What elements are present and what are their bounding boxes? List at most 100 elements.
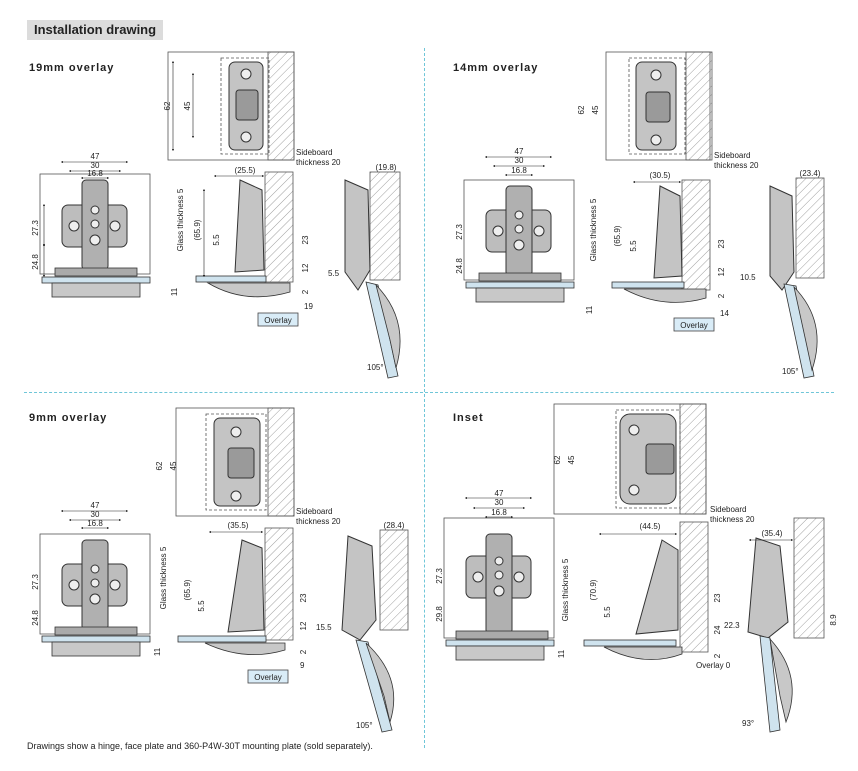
dim-front-30: 30 <box>515 156 524 165</box>
dim-side-mid: 5.5 <box>212 234 221 246</box>
open-angle: 93° <box>742 719 754 728</box>
dim-front-16.8: 16.8 <box>491 508 507 517</box>
glass-thickness-label: Glass thickness 5 <box>176 188 185 251</box>
dim-top-45: 45 <box>591 105 600 114</box>
dim-side-2: 2 <box>301 289 310 294</box>
sideboard-label: Sideboard <box>710 505 746 514</box>
dim-side-base: 11 <box>557 649 566 658</box>
dim-top-62: 62 <box>577 105 586 114</box>
dim-side-12: 12 <box>717 267 726 276</box>
open-view: (23.4) 10.5 105° <box>740 169 825 379</box>
sideboard-label: Sideboard <box>296 148 332 157</box>
dim-front-30: 30 <box>91 510 100 519</box>
sideboard-thickness-label: thickness 20 <box>714 161 759 170</box>
glass-thickness-label: Glass thickness 5 <box>159 546 168 609</box>
section-title-14mm: 14mm overlay <box>453 62 539 74</box>
dim-side-tall: (70.9) <box>589 579 598 600</box>
dim-front-30: 30 <box>91 161 100 170</box>
side-view: (25.5) Glass thickness 5 (65.9) 5.5 11 2… <box>170 166 313 327</box>
dim-front-27.3: 27.3 <box>435 568 444 584</box>
dim-front-16.8: 16.8 <box>511 166 527 175</box>
sideboard-thickness-label: thickness 20 <box>710 515 755 524</box>
open-view: (35.4) 22.3 8.9 93° <box>724 517 838 733</box>
dim-side-23: 23 <box>299 593 308 602</box>
dim-front-16.8: 16.8 <box>87 519 103 528</box>
sideboard-thickness-label: thickness 20 <box>296 158 341 167</box>
dim-side-tall: (65.9) <box>613 225 622 246</box>
horizontal-divider <box>24 392 834 393</box>
dim-side-base: 11 <box>585 305 594 314</box>
dim-front-24.8: 24.8 <box>31 254 40 270</box>
section-title-9mm: 9mm overlay <box>29 412 108 424</box>
dim-side-overlay: 14 <box>720 309 729 318</box>
dim-side-top: (44.5) <box>640 522 661 531</box>
top-view: 62 45 Sideboard thickness 20 <box>577 51 759 170</box>
dim-side-12: 12 <box>301 263 310 272</box>
open-angle: 105° <box>367 363 384 372</box>
dim-side-2: 2 <box>717 293 726 298</box>
dim-front-29.8: 29.8 <box>435 606 444 622</box>
dim-side-23: 23 <box>713 593 722 602</box>
dim-top-45: 45 <box>183 101 192 110</box>
dim-side-2: 2 <box>713 653 722 658</box>
dim-top-45: 45 <box>567 455 576 464</box>
page-title: Installation drawing <box>27 20 164 40</box>
section-19mm-overlay: 47 30 16.8 27.3 24.8 62 45 Sideboard thi… <box>31 51 401 379</box>
dim-top-62: 62 <box>163 101 172 110</box>
side-view: (35.5) Glass thickness 5 (65.9) 5.5 11 2… <box>153 521 308 684</box>
front-view: 47 30 16.8 27.3 24.8 <box>31 152 151 298</box>
dim-side-24: 24 <box>713 625 722 634</box>
dim-open-right: 8.9 <box>829 614 838 626</box>
dim-open-left: 22.3 <box>724 621 740 630</box>
dim-side-23: 23 <box>717 239 726 248</box>
top-view: 62 45 Sideboard thickness 20 <box>553 403 755 524</box>
dim-side-23: 23 <box>301 235 310 244</box>
side-view: (44.5) Glass thickness 5 (70.9) 5.5 11 2… <box>557 521 731 670</box>
dim-top-45: 45 <box>169 461 178 470</box>
dim-side-overlay: 19 <box>304 302 313 311</box>
dim-front-30: 30 <box>495 498 504 507</box>
front-view: 47 30 16.8 27.3 29.8 <box>435 489 555 661</box>
open-angle: 105° <box>356 721 373 730</box>
dim-open-top: (23.4) <box>800 169 821 178</box>
vertical-divider <box>424 48 425 748</box>
dim-side-mid: 5.5 <box>629 240 638 252</box>
dim-side-base: 11 <box>153 647 162 656</box>
dim-top-62: 62 <box>155 461 164 470</box>
dim-open-top: (19.8) <box>376 163 397 172</box>
dim-side-2: 2 <box>299 649 308 654</box>
section-inset: 47 30 16.8 27.3 29.8 62 45 Sideboard thi… <box>435 403 838 733</box>
dim-side-top: (25.5) <box>235 166 256 175</box>
overlay-tag: Overlay <box>264 316 292 325</box>
dim-open-left: 5.5 <box>328 269 340 278</box>
dim-front-27.3: 27.3 <box>31 220 40 236</box>
side-view: (30.5) Glass thickness 5 (65.9) 5.5 11 2… <box>585 171 729 332</box>
overlay-zero-label: Overlay 0 <box>696 661 731 670</box>
caption: Drawings show a hinge, face plate and 36… <box>27 741 373 751</box>
dim-side-12: 12 <box>299 621 308 630</box>
section-title-19mm: 19mm overlay <box>29 62 115 74</box>
top-view: 62 45 Sideboard thickness 20 <box>163 51 341 167</box>
dim-side-mid: 5.5 <box>603 606 612 618</box>
dim-side-top: (30.5) <box>650 171 671 180</box>
dim-open-top: (28.4) <box>384 521 405 530</box>
section-9mm-overlay: 47 30 16.8 27.3 24.8 62 45 Sideboard thi… <box>31 407 409 733</box>
section-14mm-overlay: 47 30 16.8 27.3 24.8 62 45 Sideboard thi… <box>455 51 825 379</box>
dim-open-left: 15.5 <box>316 623 332 632</box>
open-view: (28.4) 15.5 105° <box>316 521 409 733</box>
dim-front-47: 47 <box>91 501 100 510</box>
section-title-inset: Inset <box>453 412 484 424</box>
front-view: 47 30 16.8 27.3 24.8 <box>31 501 151 657</box>
dim-side-mid: 5.5 <box>197 600 206 612</box>
dim-front-27.3: 27.3 <box>455 224 464 240</box>
overlay-tag: Overlay <box>680 321 708 330</box>
glass-thickness-label: Glass thickness 5 <box>589 198 598 261</box>
dim-front-24.8: 24.8 <box>31 610 40 626</box>
dim-side-base: 11 <box>170 287 179 296</box>
dim-open-left: 10.5 <box>740 273 756 282</box>
dim-side-tall: (65.9) <box>193 219 202 240</box>
top-view: 62 45 Sideboard thickness 20 <box>155 407 341 526</box>
open-angle: 105° <box>782 367 799 376</box>
dim-front-16.8: 16.8 <box>87 169 103 178</box>
